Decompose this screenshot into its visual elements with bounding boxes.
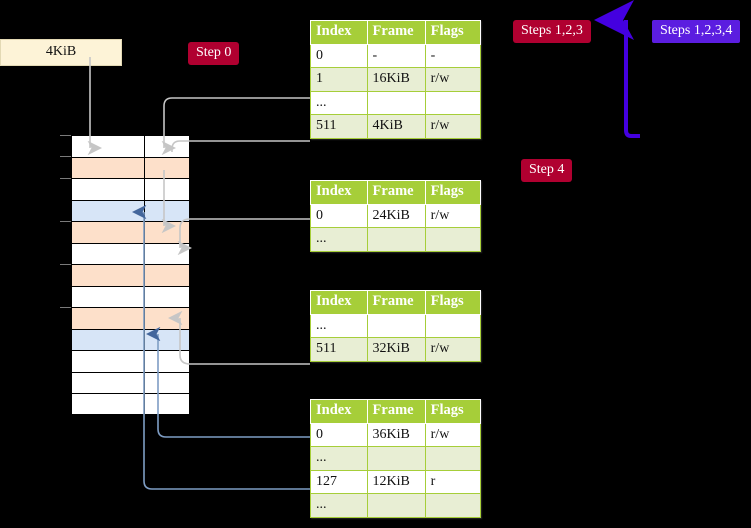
memory-tick <box>60 264 71 265</box>
memory-tick <box>60 221 71 222</box>
table-cell <box>366 493 426 518</box>
table-cell: - <box>424 43 482 69</box>
column-header-frame: Frame <box>366 180 426 205</box>
memory-tick <box>60 135 71 136</box>
memory-row <box>72 244 189 265</box>
table-cell <box>366 446 426 471</box>
table-cell <box>424 493 482 518</box>
column-header-frame: Frame <box>366 399 426 424</box>
table-cell: r <box>424 469 482 495</box>
memory-row <box>72 136 189 158</box>
memory-tick <box>60 307 71 308</box>
table-cell: 32KiB <box>366 337 426 362</box>
table-cell: r/w <box>424 67 482 92</box>
table-cell <box>366 90 426 116</box>
table-cell <box>424 446 482 471</box>
table-row: 0-- <box>310 43 482 69</box>
table-cell: ... <box>310 493 368 518</box>
table-cell <box>424 227 482 252</box>
memory-row <box>72 287 189 308</box>
table-cell: 511 <box>310 337 368 362</box>
table-cell: ... <box>310 446 368 471</box>
memory-row <box>72 329 189 351</box>
memory-row <box>72 308 189 330</box>
column-header-frame: Frame <box>366 290 426 315</box>
table-cell: 24KiB <box>366 203 426 229</box>
table-cell: 1 <box>310 67 368 92</box>
table-cell: 127 <box>310 469 368 495</box>
column-header-index: Index <box>310 20 368 45</box>
memory-row <box>72 394 189 416</box>
memory-row <box>72 222 189 244</box>
table-row: ... <box>310 90 482 116</box>
table-cell <box>424 313 482 339</box>
column-header-flags: Flags <box>424 20 482 45</box>
memory-tick <box>60 178 71 179</box>
table-cell: 511 <box>310 114 368 139</box>
badge-steps-1-2-3: Steps 1,2,3 <box>513 20 591 43</box>
memory-row <box>72 179 189 201</box>
memory-row <box>72 265 189 287</box>
table-cell: r/w <box>424 114 482 139</box>
memory-row <box>72 157 189 179</box>
column-header-index: Index <box>310 180 368 205</box>
table-cell: 16KiB <box>366 67 426 92</box>
table-cell: 36KiB <box>366 422 426 448</box>
column-header-flags: Flags <box>424 290 482 315</box>
table-cell <box>366 313 426 339</box>
table-cell: 12KiB <box>366 469 426 495</box>
table-cell: 0 <box>310 203 368 229</box>
table-cell: - <box>366 43 426 69</box>
column-header-flags: Flags <box>424 180 482 205</box>
table-cell <box>366 227 426 252</box>
table-cell: ... <box>310 227 368 252</box>
table-cell: ... <box>310 90 368 116</box>
table-cell: 4KiB <box>366 114 426 139</box>
physical-memory-column <box>71 135 190 416</box>
memory-tick <box>60 156 71 157</box>
table-cell: r/w <box>424 422 482 448</box>
badge-step-0: Step 0 <box>188 42 240 65</box>
table-row: ... <box>310 493 482 518</box>
badge-step-4: Step 4 <box>521 159 573 182</box>
memory-row <box>72 200 189 222</box>
memory-row <box>72 351 189 373</box>
column-header-flags: Flags <box>424 399 482 424</box>
table-row: ... <box>310 227 482 252</box>
column-header-frame: Frame <box>366 20 426 45</box>
table-cell: r/w <box>424 203 482 229</box>
table-cell: 0 <box>310 43 368 69</box>
table-cell <box>424 90 482 116</box>
table-cell: 0 <box>310 422 368 448</box>
table-cell: ... <box>310 313 368 339</box>
table-cell: r/w <box>424 337 482 362</box>
table-row: ... <box>310 446 482 471</box>
badge-steps-1-2-3-4: Steps 1,2,3,4 <box>652 20 741 43</box>
table-row: ... <box>310 313 482 339</box>
frame-size-label: 4KiB <box>0 39 122 66</box>
column-header-index: Index <box>310 290 368 315</box>
memory-row <box>72 373 189 394</box>
column-header-index: Index <box>310 399 368 424</box>
